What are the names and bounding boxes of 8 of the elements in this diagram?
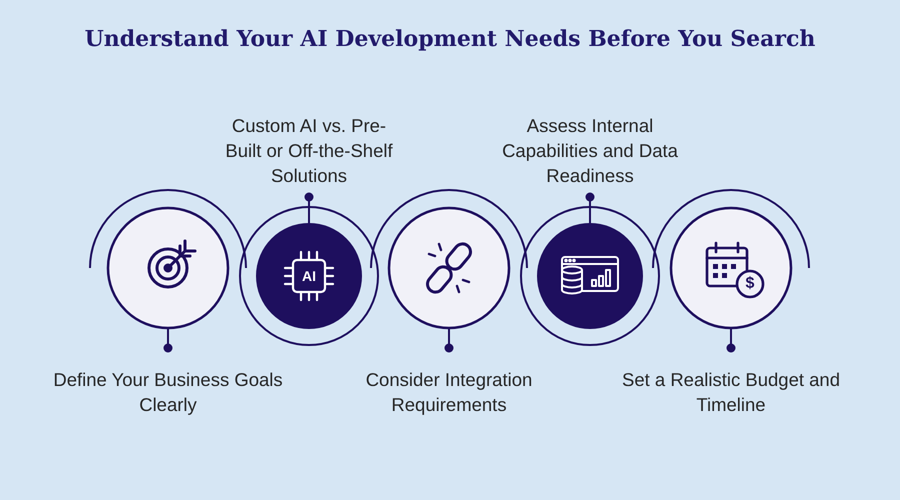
title: Understand Your AI Development Needs Before You Search (84, 26, 816, 52)
step-label: Consider Integration Requirements (364, 368, 534, 417)
icon-text: $ (744, 274, 756, 294)
step-label: Custom AI vs. Pre-Built or Off-the-Shelf Solutions (224, 114, 394, 188)
step-label: Define Your Business Goals Clearly (52, 368, 284, 417)
step-label: Set a Realistic Budget and Timeline (620, 368, 842, 417)
step-label: Assess Internal Capabilities and Data Readiness (501, 114, 679, 188)
icon-text: AI (301, 268, 317, 284)
